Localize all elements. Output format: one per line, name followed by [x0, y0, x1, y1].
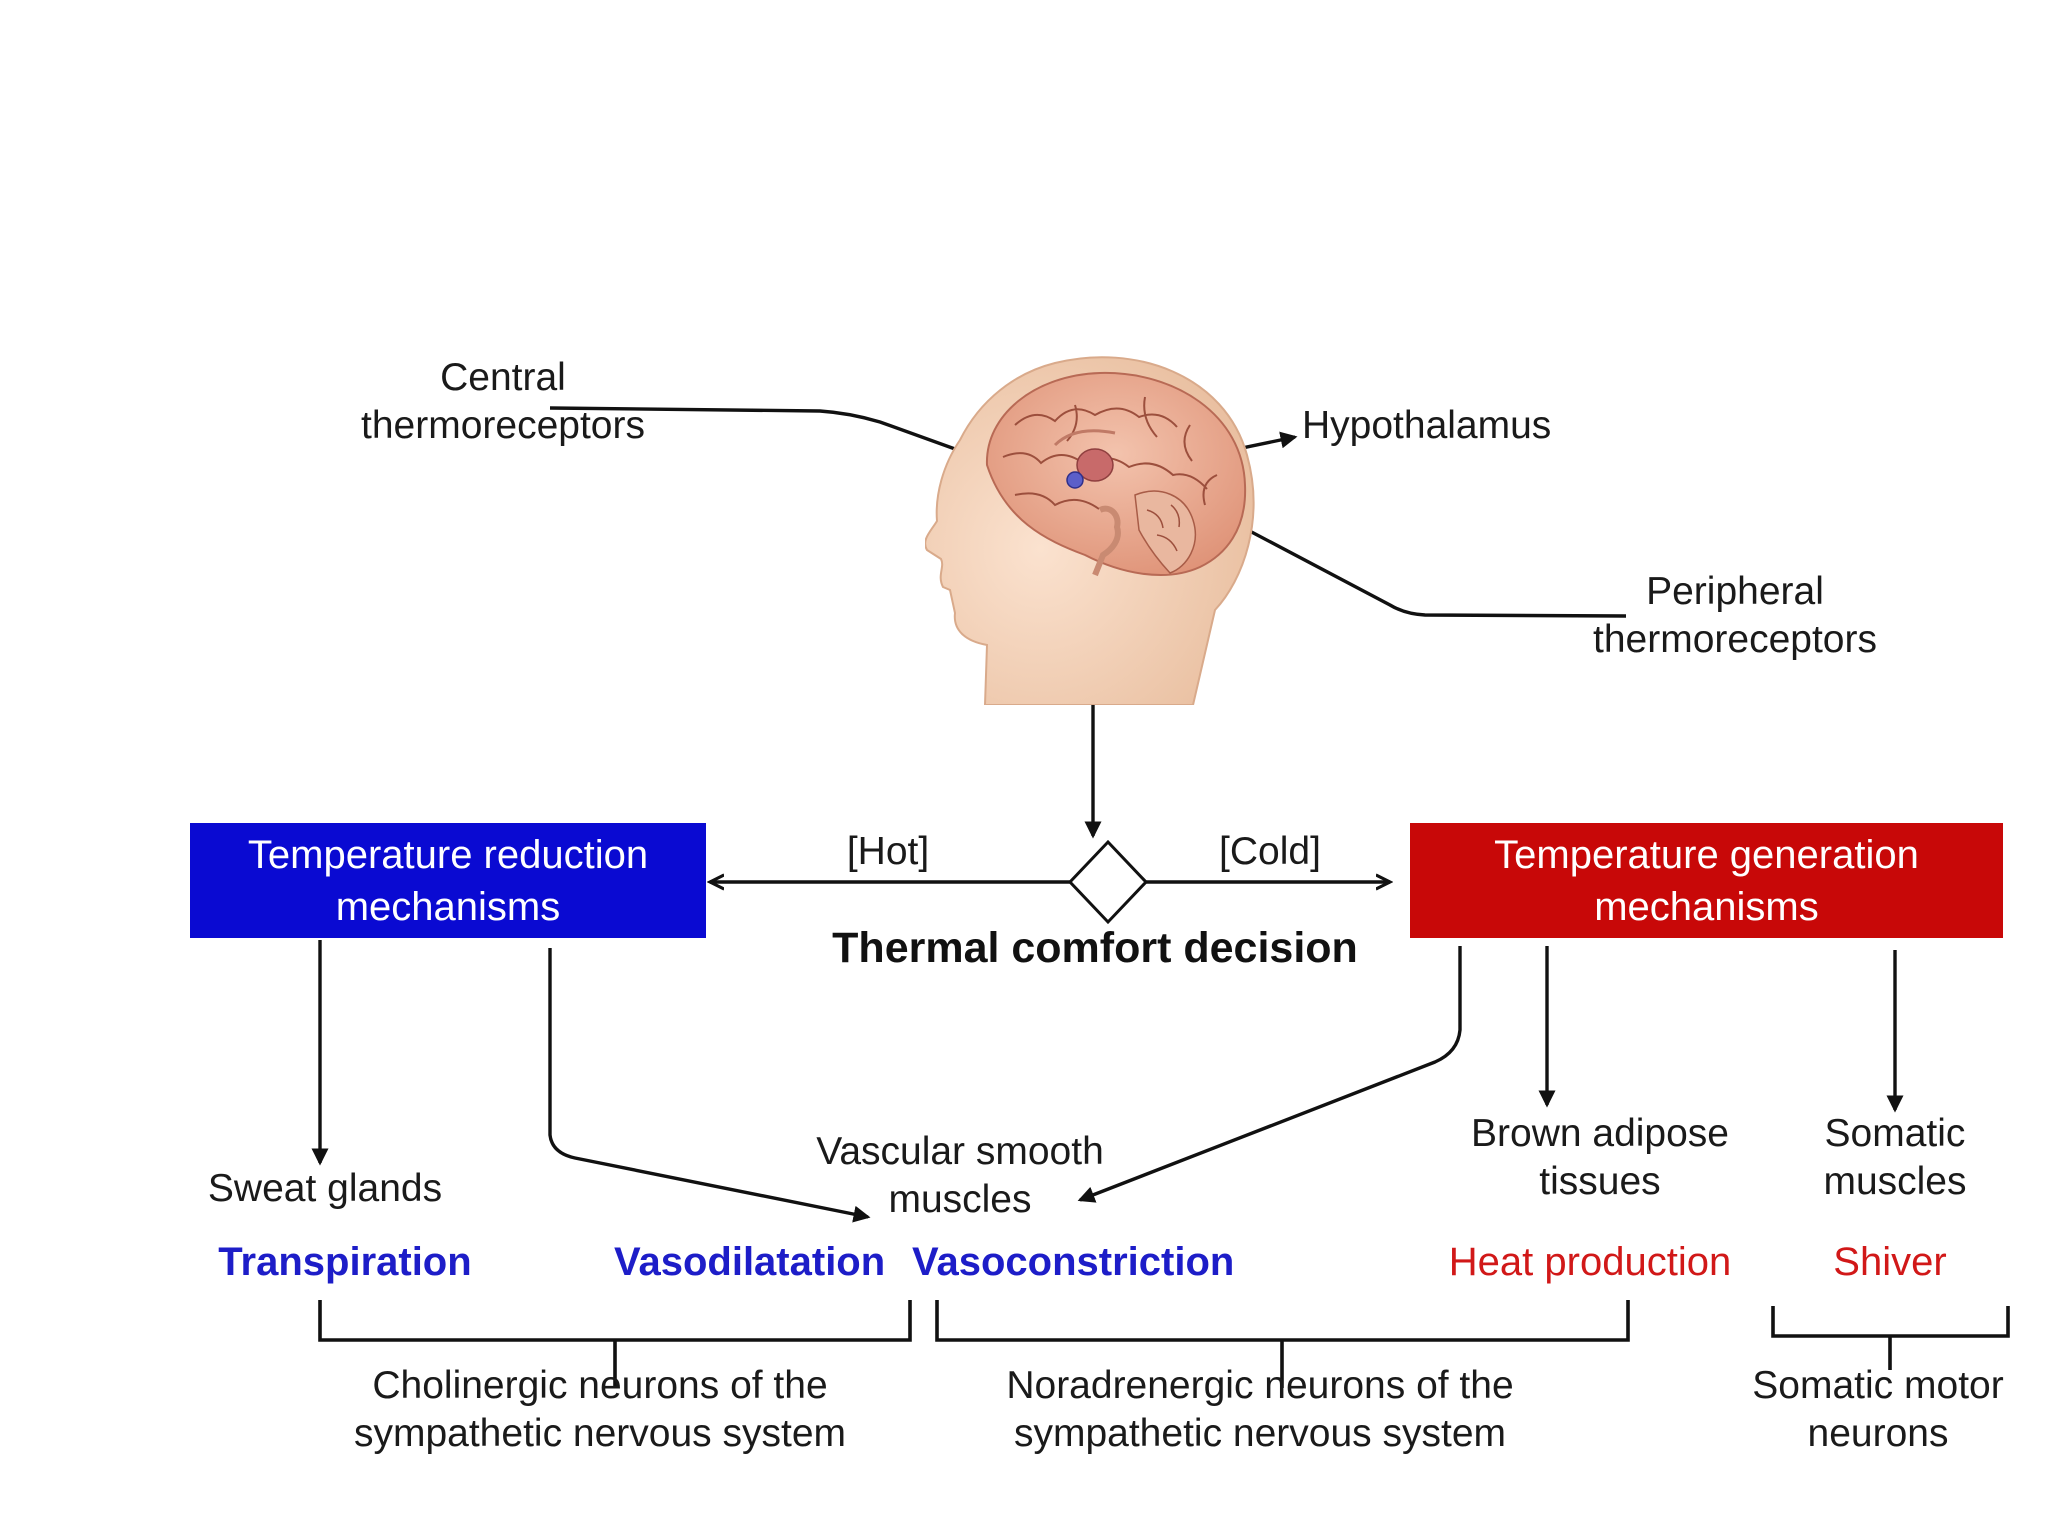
somatic-motor-neurons-label: Somatic motor neurons	[1728, 1362, 2028, 1457]
sweat-glands-label: Sweat glands	[207, 1167, 443, 1210]
decision-diamond	[1067, 839, 1149, 925]
vascular-smooth-muscles-label: Vascular smooth muscles	[790, 1128, 1130, 1223]
thermal-comfort-decision-label: Thermal comfort decision	[832, 924, 1358, 972]
brown-adipose-tissues-label: Brown adipose tissues	[1440, 1110, 1760, 1205]
peripheral-line-2: thermoreceptors	[1593, 617, 1877, 661]
noradrenergic-line-1: Noradrenergic neurons of the	[1006, 1364, 1514, 1407]
central-thermoreceptors-label: Central thermoreceptors	[343, 354, 663, 449]
arrow-peripheral-to-brain	[1222, 516, 1627, 618]
arrow-to-vascular-from-generation	[1077, 946, 1462, 1203]
somatic-line-2: muscles	[1823, 1159, 1967, 1203]
peripheral-thermoreceptors-label: Peripheral thermoreceptors	[1575, 568, 1895, 663]
bracket-noradrenergic	[935, 1300, 1630, 1388]
brown-line-2: tissues	[1539, 1159, 1661, 1203]
vasoconstriction-output: Vasoconstriction	[912, 1240, 1235, 1284]
arrow-central-to-brain	[549, 406, 983, 462]
temperature-generation-box: Temperature generation mechanisms	[1410, 823, 2003, 938]
somatic-line-1: Somatic	[1824, 1112, 1966, 1155]
temperature-reduction-box: Temperature reduction mechanisms	[190, 823, 706, 938]
heat-production-output: Heat production	[1448, 1240, 1732, 1284]
noradrenergic-neurons-label: Noradrenergic neurons of the sympathetic…	[950, 1362, 1570, 1457]
cholinergic-line-2: sympathetic nervous system	[353, 1411, 846, 1455]
central-line-2: thermoreceptors	[361, 403, 645, 447]
somatic-motor-line-1: Somatic motor	[1752, 1364, 2004, 1407]
transpiration-output: Transpiration	[218, 1240, 472, 1284]
brown-line-1: Brown adipose	[1471, 1112, 1729, 1155]
vascular-line-2: muscles	[888, 1177, 1032, 1221]
reduction-line-2: mechanisms	[335, 884, 561, 929]
head-brain-illustration	[925, 356, 1255, 705]
vascular-line-1: Vascular smooth	[816, 1130, 1104, 1173]
bracket-somatic-motor	[1771, 1306, 2010, 1370]
hypothalamus-label: Hypothalamus	[1302, 404, 1552, 447]
hot-label: [Hot]	[846, 830, 930, 873]
vasodilatation-output: Vasodilatation	[614, 1240, 886, 1284]
somatic-muscles-label: Somatic muscles	[1780, 1110, 2010, 1205]
generation-line-2: mechanisms	[1594, 884, 1819, 929]
cold-label: [Cold]	[1219, 830, 1321, 873]
somatic-motor-line-2: neurons	[1807, 1411, 1949, 1455]
arrow-to-vascular-from-reduction	[548, 948, 871, 1223]
generation-line-1: Temperature generation	[1494, 832, 1919, 877]
noradrenergic-line-2: sympathetic nervous system	[1013, 1411, 1506, 1455]
cholinergic-neurons-label: Cholinergic neurons of the sympathetic n…	[300, 1362, 900, 1457]
central-line-1: Central	[440, 356, 566, 399]
cholinergic-line-1: Cholinergic neurons of the	[372, 1364, 828, 1407]
peripheral-line-1: Peripheral	[1646, 570, 1824, 613]
reduction-line-1: Temperature reduction	[247, 832, 649, 877]
bracket-cholinergic	[318, 1300, 912, 1388]
shiver-output: Shiver	[1833, 1240, 1947, 1284]
